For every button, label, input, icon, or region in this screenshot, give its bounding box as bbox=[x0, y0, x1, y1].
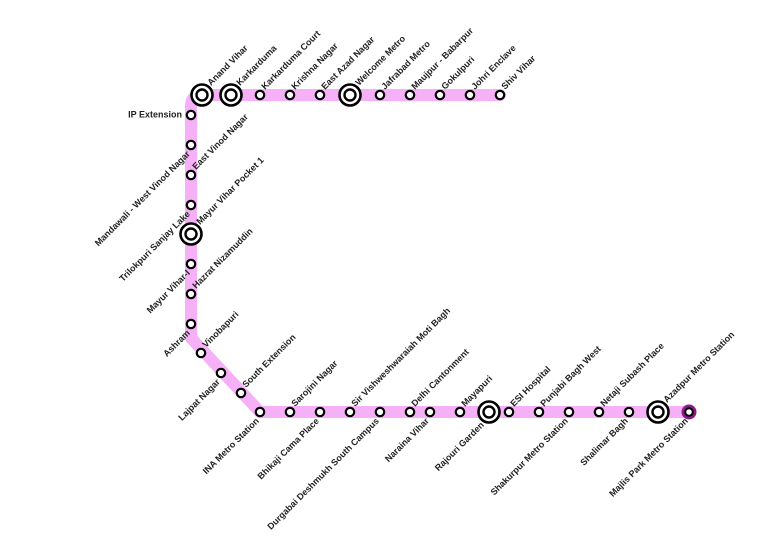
station-bhikaji-cama-place[interactable]: Bhikaji Cama Place bbox=[256, 406, 326, 482]
station-marker bbox=[464, 89, 476, 101]
station-lajpat-nagar[interactable]: Lajpat Nagar bbox=[176, 367, 227, 423]
station-label: Sarojini Nagar bbox=[289, 358, 340, 409]
station-marker bbox=[434, 89, 446, 101]
interchange-marker-inner bbox=[224, 88, 238, 102]
station-label: Mandawali - West Vinod Nagar bbox=[93, 149, 192, 248]
station-marker bbox=[314, 89, 326, 101]
station-delhi-cantonment[interactable]: Delhi Cantonment bbox=[404, 347, 471, 418]
station-marker bbox=[215, 367, 227, 379]
station-marker bbox=[404, 89, 416, 101]
station-label: Mayur Vihar-I bbox=[145, 268, 192, 315]
station-label: Durgabai Deshmukh South Campus bbox=[265, 416, 381, 532]
station-marker bbox=[374, 89, 386, 101]
station-marker bbox=[254, 406, 266, 418]
station-marker bbox=[344, 406, 356, 418]
station-marker bbox=[494, 89, 506, 101]
station-marker bbox=[185, 139, 197, 151]
station-label: Mayur Vihar Pocket 1 bbox=[194, 155, 265, 226]
station-label: IP Extension bbox=[128, 109, 182, 119]
station-label: Shakurpur Metro Station bbox=[489, 416, 570, 497]
station-label: Vinobapuri bbox=[200, 309, 240, 349]
station-label: Netaji Subash Place bbox=[598, 341, 666, 409]
station-vinobapuri[interactable]: Vinobapuri bbox=[195, 309, 241, 359]
interchange-marker-inner bbox=[195, 88, 209, 102]
station-marker bbox=[404, 406, 416, 418]
station-marker bbox=[284, 406, 296, 418]
station-marker bbox=[454, 406, 466, 418]
station-marker bbox=[623, 406, 635, 418]
interchange-marker-inner bbox=[482, 405, 496, 419]
station-label: Sir Vishweshwaraiah Moti Bagh bbox=[349, 306, 452, 409]
station-ip-extension[interactable]: IP Extension bbox=[128, 109, 197, 121]
station-label: Bhikaji Cama Place bbox=[256, 416, 321, 481]
terminal-marker-inner bbox=[684, 407, 694, 417]
station-label: East Vinod Nagar bbox=[190, 111, 250, 171]
station-marker bbox=[533, 406, 545, 418]
station-marker bbox=[185, 288, 197, 300]
station-marker bbox=[284, 89, 296, 101]
station-durgabai-deshmukh-south-campus[interactable]: Durgabai Deshmukh South Campus bbox=[265, 406, 386, 532]
station-marker bbox=[314, 406, 326, 418]
station-sir-vishweshwaraiah-moti-bagh[interactable]: Sir Vishweshwaraiah Moti Bagh bbox=[344, 306, 452, 418]
station-shakurpur-metro-station[interactable]: Shakurpur Metro Station bbox=[489, 406, 575, 497]
station-marker bbox=[185, 109, 197, 121]
station-label: Azadpur Metro Station bbox=[661, 329, 736, 404]
station-marker bbox=[195, 347, 207, 359]
station-ina-metro-station[interactable]: INA Metro Station bbox=[201, 406, 266, 476]
station-label: INA Metro Station bbox=[201, 416, 261, 476]
interchange-marker-inner bbox=[651, 405, 665, 419]
station-marker bbox=[563, 406, 575, 418]
station-punjabi-bagh-west[interactable]: Punjabi Bagh West bbox=[533, 344, 603, 418]
station-marker bbox=[593, 406, 605, 418]
station-marker bbox=[235, 387, 247, 399]
interchange-marker-inner bbox=[184, 227, 198, 241]
station-label: Naraina Vihar bbox=[383, 416, 431, 464]
station-marker bbox=[374, 406, 386, 418]
station-label: Lajpat Nagar bbox=[176, 377, 222, 423]
station-label: East Azad Nagar bbox=[319, 34, 376, 91]
station-marker bbox=[185, 199, 197, 211]
station-label: Rajouri Garden bbox=[433, 420, 486, 473]
station-marker bbox=[503, 406, 515, 418]
station-south-extension[interactable]: South Extension bbox=[235, 332, 298, 399]
station-marker bbox=[185, 169, 197, 181]
station-marker bbox=[424, 406, 436, 418]
station-label: Shalimar Bagh bbox=[578, 416, 630, 468]
station-marker bbox=[185, 318, 197, 330]
station-label: Punjabi Bagh West bbox=[538, 344, 603, 409]
interchange-marker-inner bbox=[343, 88, 357, 102]
station-marker bbox=[254, 89, 266, 101]
station-label: Ashram bbox=[161, 328, 192, 359]
station-label: South Extension bbox=[240, 332, 297, 389]
station-marker bbox=[185, 258, 197, 270]
